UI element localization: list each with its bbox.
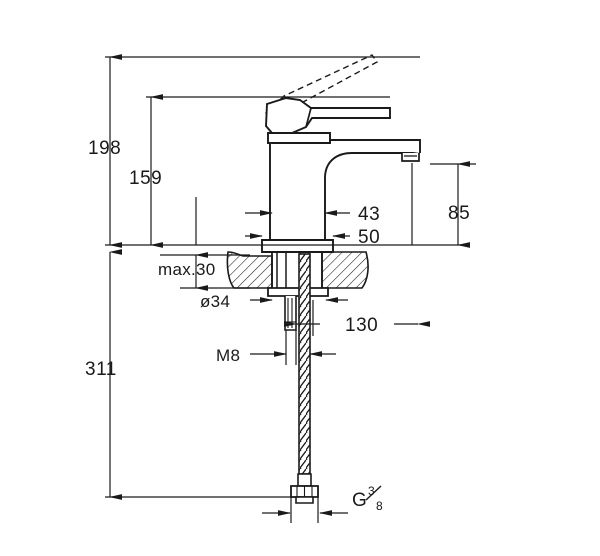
base-flange [261,239,334,253]
label-max30: max.30 [158,260,216,279]
cartridge-housing [267,132,331,144]
lever-handle [265,97,391,134]
countertop-left [226,251,273,289]
label-159: 159 [129,168,162,189]
faucet-shank [271,252,323,288]
label-g38-numerator: 3 [368,484,375,498]
label-311: 311 [85,359,117,380]
dimension-labels: 198 159 311 43 50 85 max.30 ø34 M8 130 G… [85,138,470,513]
label-50: 50 [358,227,380,248]
lever-handle-open-dashed [264,54,379,123]
label-d34: ø34 [200,292,230,311]
countertop-right [321,251,369,289]
spout [329,133,421,153]
label-198: 198 [88,138,121,159]
label-43: 43 [358,204,380,225]
threaded-stud [284,296,297,331]
label-g38: G 3 8 [352,484,383,513]
hose-ferrule [297,473,312,487]
dimension-lines [105,54,476,523]
label-g38-g: G [352,490,367,511]
fraction-bar [365,485,382,501]
faucet-geometry [226,54,421,504]
mounting-nut [267,287,329,297]
flexible-hose [298,253,311,475]
aerator [401,153,420,162]
label-85: 85 [448,203,470,224]
label-130: 130 [345,315,378,336]
label-m8: M8 [216,346,240,365]
label-g38-denominator: 8 [376,499,383,513]
